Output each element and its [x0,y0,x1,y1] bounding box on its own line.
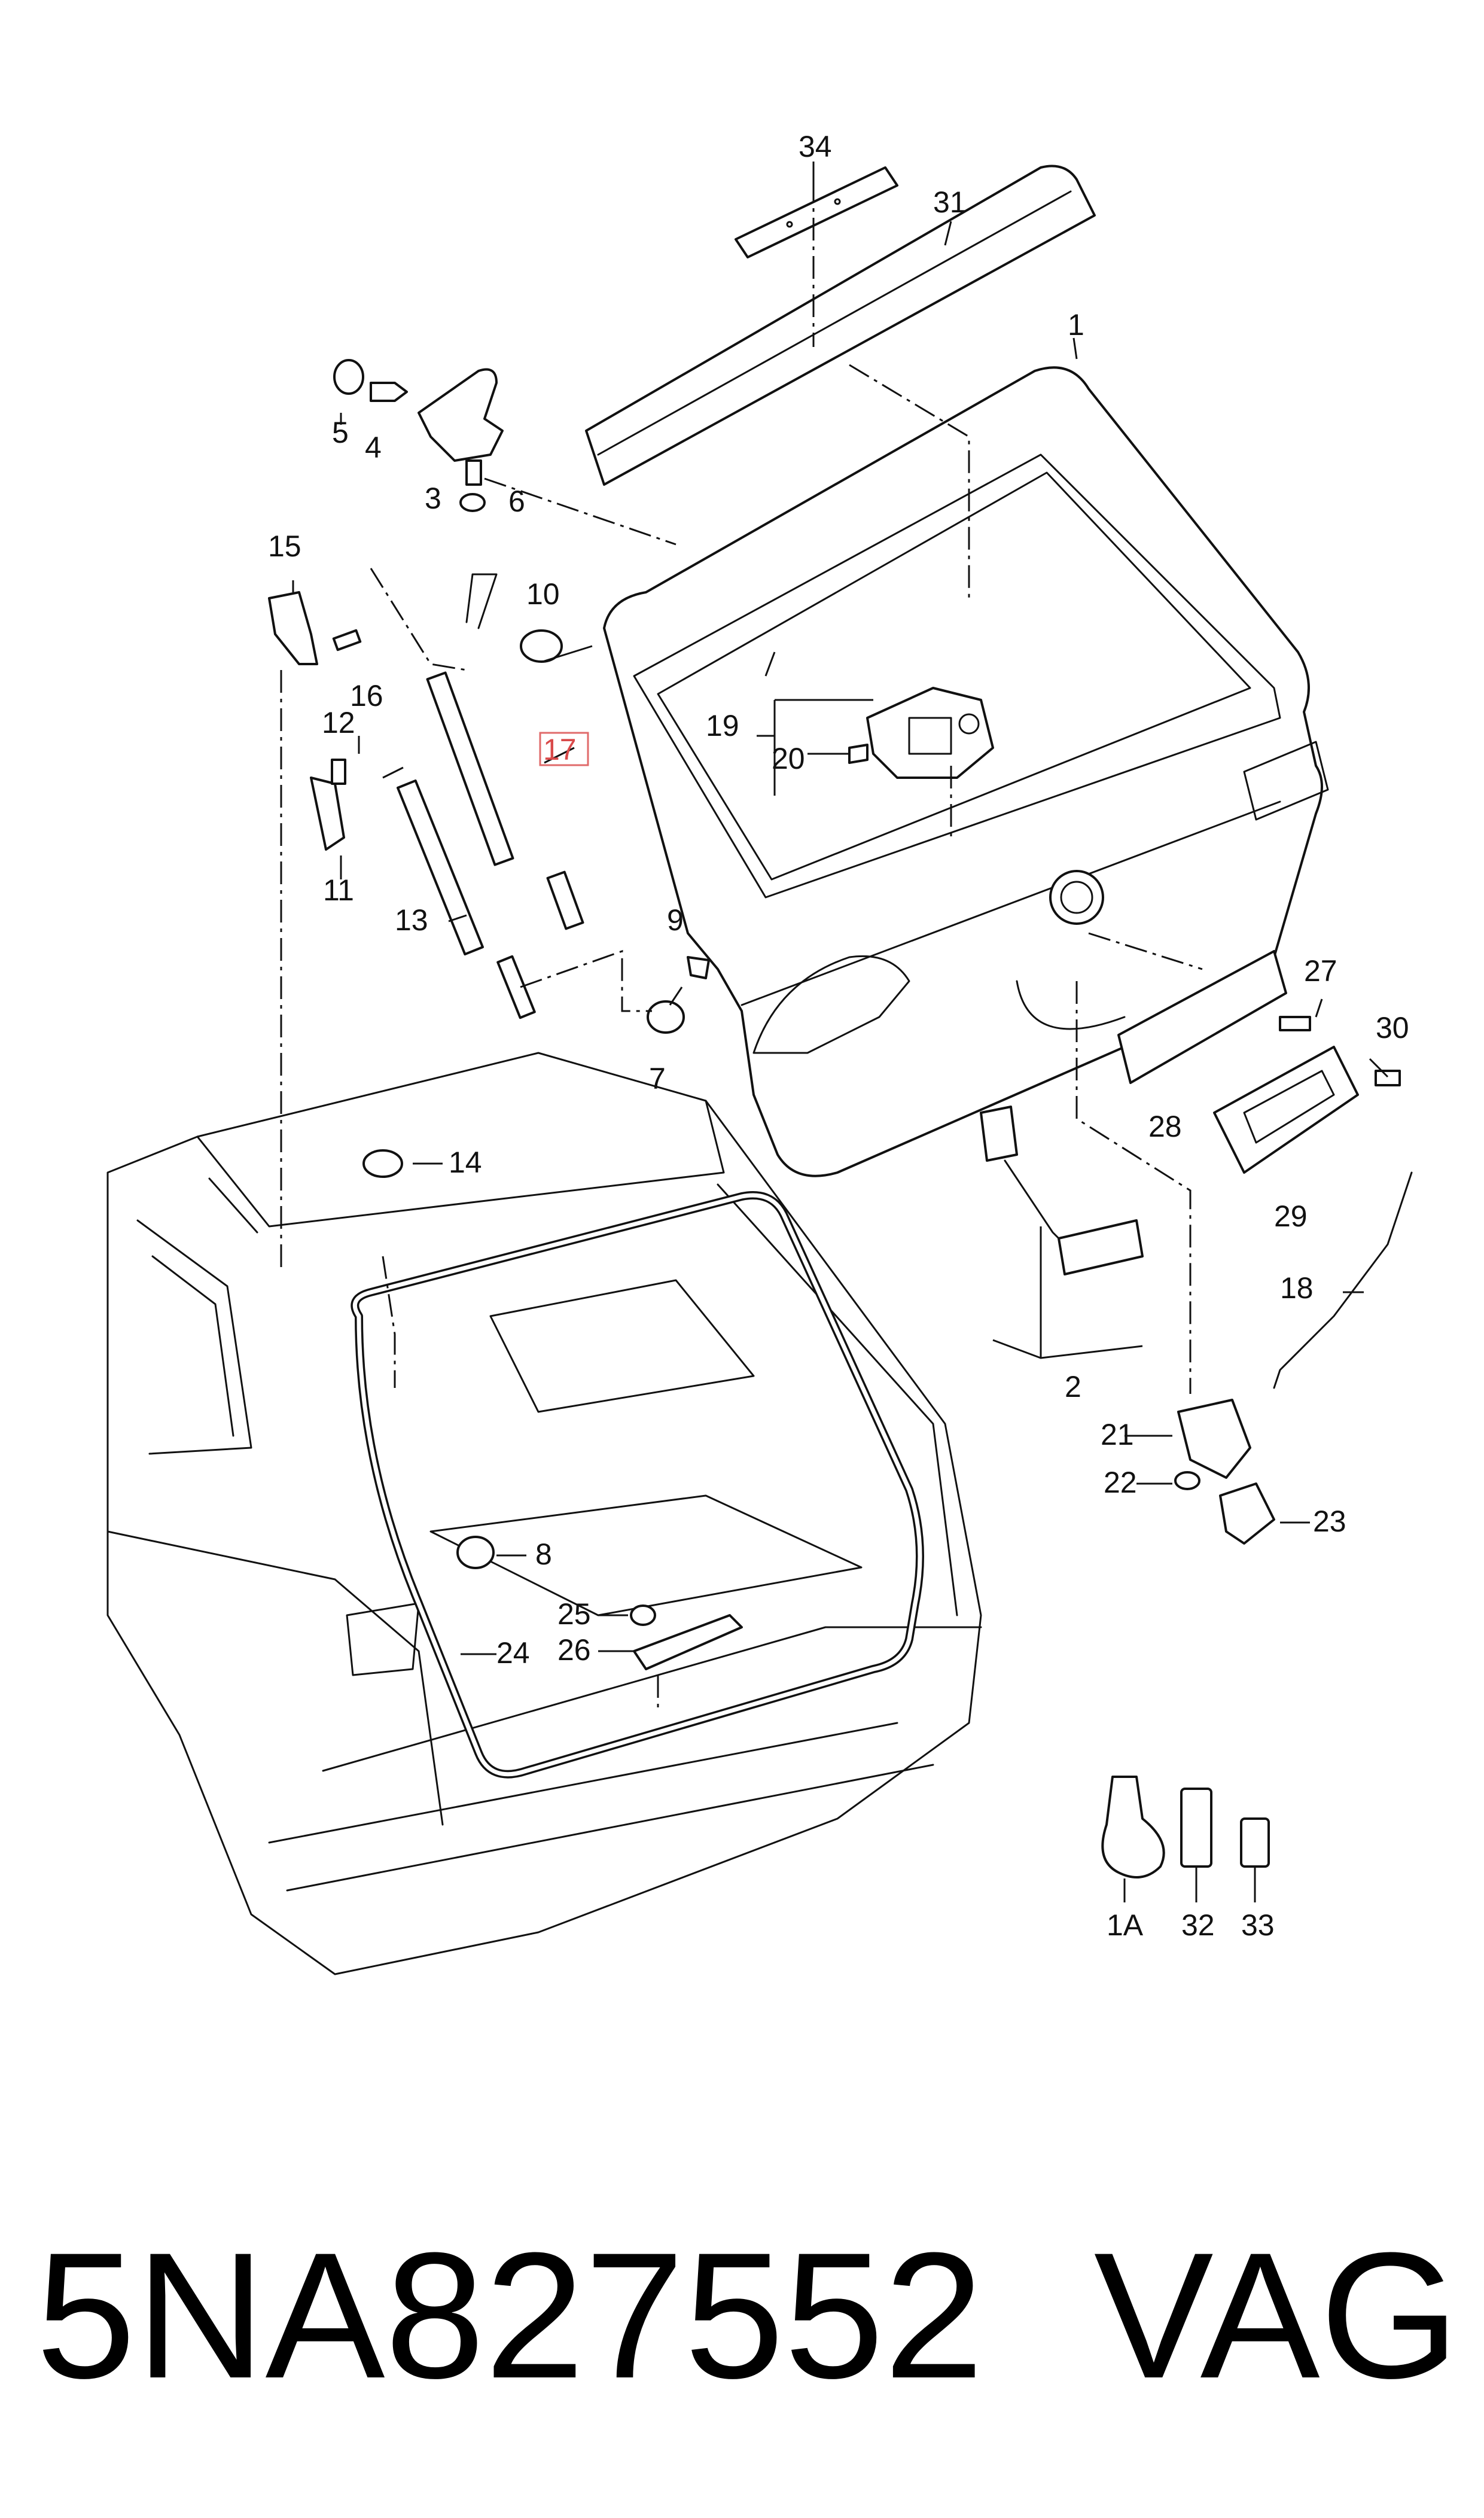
callout-9: 9 [667,903,684,937]
callout-13: 13 [395,903,428,937]
callout-17-highlight [539,732,589,766]
plate-28 [1117,950,1287,1084]
bracket-11 [310,759,346,851]
cable-18 [1273,1171,1413,1389]
callout-14: 14 [449,1146,482,1179]
strip-34 [735,166,898,258]
callout-12: 12 [322,706,355,739]
callout-20: 20 [772,742,805,775]
hinge-3 [333,359,504,512]
striker-26 [630,1604,743,1670]
callout-21: 21 [1101,1418,1134,1451]
gas-strut-17 [426,573,584,930]
clip-9 [687,956,710,979]
tailgate-seal-24 [351,1191,924,1779]
callout-7: 7 [649,1062,666,1095]
callout-18: 18 [1280,1271,1314,1305]
callout-8: 8 [535,1537,552,1571]
callout-30: 30 [1376,1011,1409,1045]
cap-14 [362,1149,403,1178]
brand-name: VAG [1093,2215,1459,2416]
callout-32: 32 [1181,1908,1215,1942]
screw-30 [1375,1070,1401,1086]
callout-4: 4 [365,431,382,464]
callout-1: 1 [1068,308,1084,342]
switch-assembly-2 [980,1106,1144,1275]
callout-23: 23 [1313,1505,1346,1538]
callout-2: 2 [1065,1370,1081,1403]
callout-3: 3 [425,482,441,515]
callout-17: 17 [543,733,577,766]
wiper-motor-19 [848,687,994,779]
callout-31: 31 [933,185,967,219]
consumables [1101,1776,1270,1878]
assembly-lines [280,179,1203,1711]
callout-22: 22 [1104,1466,1137,1499]
lamp-29 [1213,1046,1359,1174]
gas-strut-13 [396,779,536,1019]
leader-lines [292,162,1389,1902]
callout-11: 11 [323,873,354,907]
plug-10 [520,629,563,663]
bracket-15 [268,591,362,665]
callout-16: 16 [350,679,383,713]
callout-34: 34 [799,130,832,163]
part-number: 5NA827552 [36,2215,984,2416]
callout-5: 5 [332,416,349,449]
callout-24: 24 [496,1636,530,1670]
callout-29: 29 [1274,1199,1308,1233]
callout-26: 26 [557,1633,591,1667]
spoiler-31 [585,165,1096,486]
exploded-view-drawing: 34 31 1 5 4 3 6 15 16 10 17 19 20 12 11 … [106,130,1413,1975]
screw-27 [1279,1016,1311,1031]
callout-33: 33 [1241,1908,1275,1942]
lock-21 [1174,1399,1275,1545]
vehicle-body [106,1052,982,1975]
callout-25: 25 [557,1597,591,1631]
callout-10: 10 [526,577,560,611]
part-caption: 5NA827552 VAG [36,2208,1459,2423]
callout-1A: 1A [1107,1908,1144,1942]
callout-6: 6 [508,485,525,518]
callouts: 34 31 1 5 4 3 6 15 16 10 17 19 20 12 11 … [268,130,1409,1942]
buffer-7 [647,1000,685,1034]
callout-28: 28 [1148,1110,1182,1143]
buffer-8 [456,1536,495,1569]
callout-15: 15 [268,529,301,563]
callout-27: 27 [1304,954,1337,988]
callout-19: 19 [706,709,739,742]
